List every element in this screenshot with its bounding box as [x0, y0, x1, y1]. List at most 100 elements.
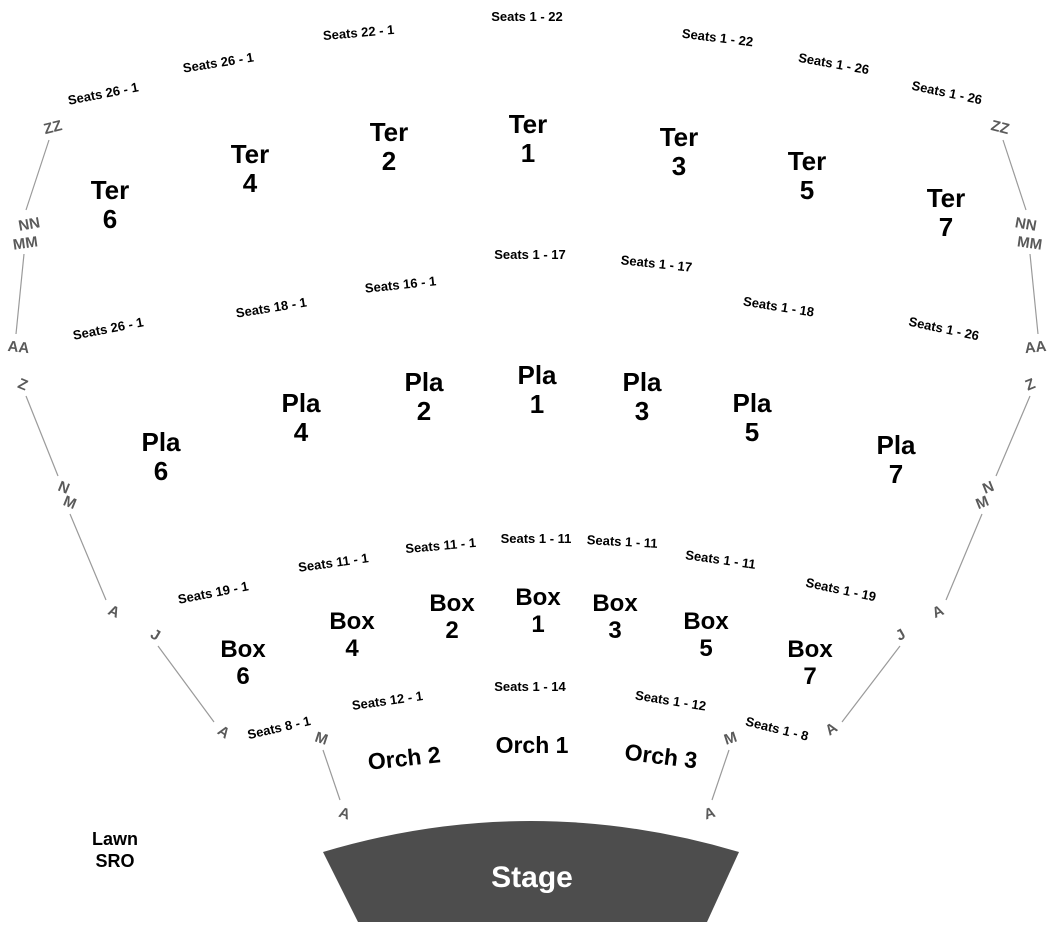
aisle-line	[945, 513, 983, 601]
seat-range-ter3: Seats 1 - 22	[681, 26, 754, 50]
aisle-line	[1002, 139, 1027, 211]
section-name: Pla	[517, 360, 557, 390]
row-label: M	[973, 493, 991, 513]
row-label: MM	[12, 233, 39, 253]
seat-range-ter6: Seats 26 - 1	[67, 79, 140, 107]
section-name: Box	[515, 584, 561, 611]
seat-range-pla6: Seats 26 - 1	[72, 314, 145, 342]
aisle-line	[1029, 253, 1039, 335]
lawn-label: Lawn	[92, 829, 138, 849]
section-number: 7	[803, 663, 816, 690]
section-orch2[interactable]: Orch 2	[367, 741, 442, 774]
row-label: J	[147, 626, 163, 645]
row-label: A	[337, 804, 353, 824]
seat-range-pla3: Seats 1 - 17	[620, 252, 693, 274]
section-number: 4	[243, 168, 258, 198]
section-label: Orch 2	[367, 741, 442, 774]
seat-range-box5: Seats 1 - 11	[685, 547, 757, 572]
seat-range-ter5: Seats 1 - 26	[797, 50, 870, 77]
lawn-sro[interactable]: Lawn SRO	[92, 829, 138, 871]
section-number: 7	[889, 459, 903, 489]
section-number: 1	[521, 138, 535, 168]
stage: Stage	[323, 821, 739, 922]
row-label: A	[105, 602, 122, 622]
seat-range-orch3: Seats 1 - 12	[634, 688, 707, 714]
row-label: AA	[7, 338, 30, 357]
section-number: 2	[417, 396, 431, 426]
section-name: Box	[220, 636, 266, 663]
seat-range-pla4: Seats 18 - 1	[235, 295, 308, 321]
section-name: Box	[329, 608, 375, 635]
section-number: 3	[672, 151, 686, 181]
row-label: ZZ	[989, 117, 1011, 138]
seat-range-orch1: Seats 1 - 14	[494, 679, 566, 694]
seat-range-box4: Seats 11 - 1	[297, 550, 369, 575]
seat-range-orch2: Seats 12 - 1	[351, 688, 424, 713]
section-number: 6	[103, 204, 117, 234]
row-label: NN	[1014, 214, 1038, 235]
seat-range-pla7: Seats 1 - 26	[907, 314, 980, 344]
seat-range-box7: Seats 1 - 19	[804, 575, 877, 605]
seat-range-box1: Seats 1 - 11	[501, 531, 572, 546]
section-number: 4	[294, 417, 309, 447]
aisle-line	[995, 395, 1031, 477]
section-label: Orch 1	[496, 732, 569, 758]
aisle-line	[711, 749, 730, 801]
aisle-line	[25, 139, 50, 211]
section-name: Box	[592, 590, 638, 617]
seat-range-ter4: Seats 26 - 1	[182, 50, 255, 76]
seat-range-ter1: Seats 1 - 22	[491, 9, 563, 24]
section-name: Ter	[509, 109, 548, 139]
sro-label: SRO	[95, 851, 134, 871]
terrace-seat-ranges: Seats 26 - 1 Seats 26 - 1 Seats 22 - 1 S…	[67, 9, 984, 108]
section-name: Pla	[622, 367, 662, 397]
section-name: Pla	[281, 388, 321, 418]
row-label: M	[313, 729, 330, 749]
aisle-line	[25, 395, 59, 477]
seat-range-pla2: Seats 16 - 1	[364, 273, 437, 295]
section-name: Pla	[141, 427, 181, 457]
section-orch1[interactable]: Orch 1	[496, 732, 569, 758]
aisle-lines-left	[15, 139, 341, 801]
section-name: Pla	[732, 388, 772, 418]
section-name: Ter	[788, 146, 827, 176]
section-number: 7	[939, 212, 953, 242]
stage-shape	[323, 821, 739, 922]
seat-range-pla5: Seats 1 - 18	[742, 294, 815, 320]
seat-range-orch-right: Seats 1 - 8	[744, 714, 810, 744]
stage-label: Stage	[491, 861, 573, 894]
section-name: Pla	[876, 430, 916, 460]
aisle-line	[15, 253, 25, 335]
row-label: ZZ	[42, 117, 64, 138]
section-orch3[interactable]: Orch 3	[623, 739, 699, 774]
section-number: 2	[382, 146, 396, 176]
section-number: 6	[154, 456, 168, 486]
row-label: AA	[1024, 338, 1047, 357]
section-name: Ter	[660, 122, 699, 152]
section-number: 2	[445, 617, 458, 644]
seat-range-ter2: Seats 22 - 1	[322, 22, 395, 43]
